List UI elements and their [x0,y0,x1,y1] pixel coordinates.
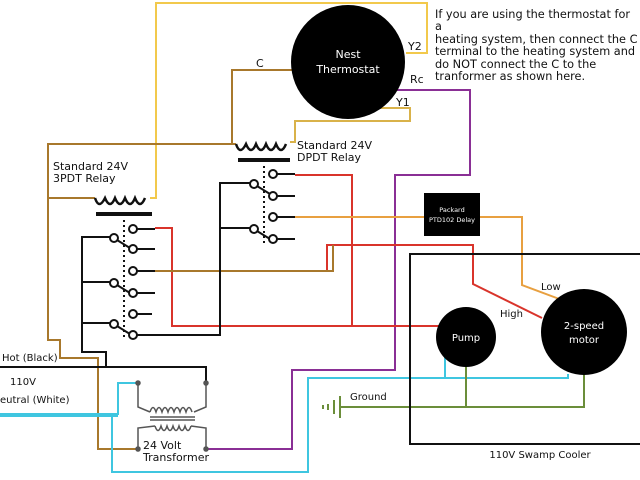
wire-brown-mid [155,245,334,272]
terminal-y1: Y1 [395,96,410,109]
wire-3pdt-common2 [81,282,95,324]
relay-3pdt-label-1: Standard 24V [53,160,129,173]
relay-3pdt-label-2: 3PDT Relay [53,172,116,185]
relay-dpdt-switches [220,169,295,244]
wire-3pdt-common [81,237,95,283]
relay-dpdt-label-2: DPDT Relay [297,151,362,164]
wire-y1 [290,107,411,143]
heating-note: If you are using the thermostat for a he… [435,8,638,84]
wire-orange-low [480,216,563,301]
wire-neutral-to-transformer [117,382,138,415]
wire-red-high [295,174,353,326]
pump-label: Pump [452,333,480,344]
delay-label-1: Packard [439,206,465,214]
thermostat-label-2: Thermostat [315,63,380,76]
transformer-label-1: 24 Volt [143,439,182,452]
wire-neutral-to-cooler [111,374,569,473]
supply-neutral-label: eutral (White) [0,395,70,406]
relay-3pdt-switches [95,224,155,340]
thermostat [291,5,405,119]
swamp-cooler-label: 110V Swamp Cooler [489,450,591,461]
relay-dpdt-coil-icon [234,140,290,162]
wire-ground [340,374,585,408]
wire-rc [208,89,471,450]
motor-label-1: 2-speed [564,321,604,332]
delay-box [424,193,480,236]
wire-red-pump [155,227,442,327]
wire-c [231,69,292,145]
ground-label: Ground [350,392,387,403]
terminal-c: C [256,57,264,70]
wire-3pdt-to-dpdt [155,182,240,336]
supply-voltage-label: 110V [10,377,36,388]
wire-hot-to-relays [81,236,107,367]
wire-c-to-transformer [47,198,138,450]
low-label: Low [541,282,561,293]
transformer-label-2: Transformer [142,451,209,464]
wire-c-branch [47,143,232,199]
relay-3pdt-coil-icon [93,194,152,216]
transformer-icon [135,380,209,452]
ground-icon [322,396,341,418]
supply-hot-label: Hot (Black) [2,353,58,364]
pump [436,307,496,367]
wire-red-high-motor [326,244,543,319]
swamp-cooler-box [409,253,640,445]
thermostat-label-1: Nest [335,48,361,61]
wire-y2 [150,2,428,199]
motor-label-2: motor [569,335,600,346]
relay-dpdt-label-1: Standard 24V [297,139,373,152]
terminal-y2: Y2 [407,40,422,53]
motor [541,289,627,375]
high-label: High [500,309,523,320]
delay-label-2: PTD102 Delay [429,216,475,224]
wire-hot [0,366,207,383]
terminal-rc: Rc [410,73,424,86]
